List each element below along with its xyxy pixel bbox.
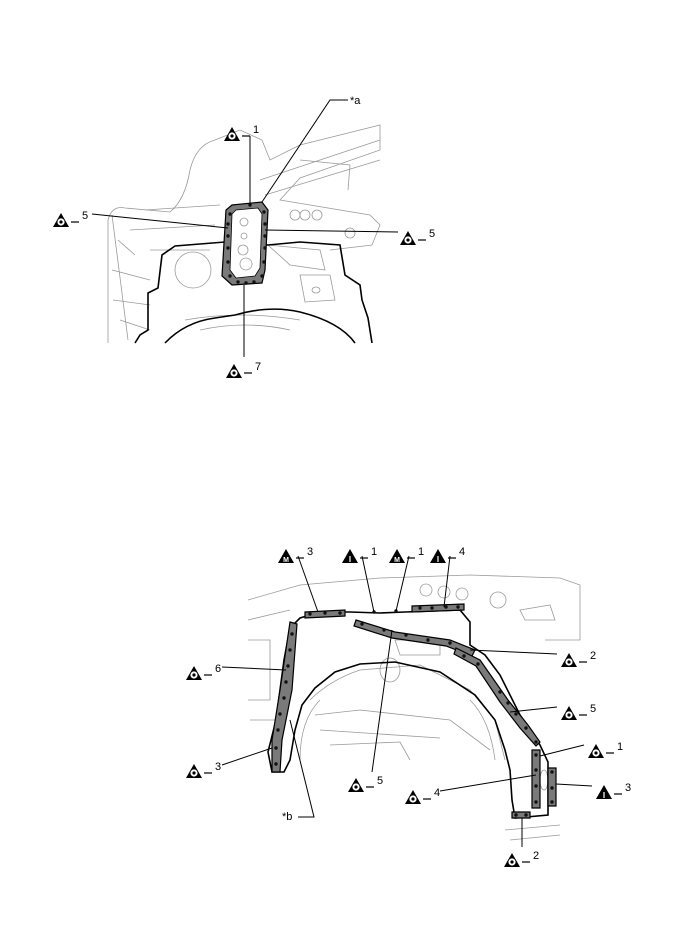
callout-3: 3 bbox=[186, 761, 221, 778]
body-structure-sketch bbox=[107, 124, 381, 343]
svg-text:I: I bbox=[603, 791, 605, 800]
wheel-arch-outline bbox=[164, 308, 356, 344]
mig-brazing-icon: I bbox=[342, 549, 358, 564]
mig-plug-weld-icon: M bbox=[389, 549, 405, 564]
spot-weld-icon bbox=[186, 666, 202, 680]
spot-weld-icon bbox=[348, 778, 364, 792]
callout-5: 5 bbox=[561, 703, 596, 720]
callout-5: 5 bbox=[400, 228, 435, 245]
svg-text:M: M bbox=[394, 557, 400, 564]
spot-weld-icon bbox=[53, 213, 69, 227]
callout-number: 3 bbox=[307, 546, 313, 558]
callout-5: 5 bbox=[348, 775, 383, 792]
callout-number: 3 bbox=[215, 761, 221, 773]
sealer-right-lower bbox=[531, 749, 541, 809]
callout-2: 2 bbox=[504, 850, 539, 867]
spot-weld-icon bbox=[226, 364, 242, 378]
callout-6: 6 bbox=[186, 663, 221, 680]
callout-number: 6 bbox=[215, 663, 221, 675]
spot-weld-icon bbox=[186, 764, 202, 778]
callout-2: 2 bbox=[561, 650, 596, 667]
spot-welds bbox=[274, 605, 554, 817]
callout-number: 5 bbox=[429, 228, 435, 240]
ref-label-a: *a bbox=[350, 95, 361, 107]
callout-3: I3 bbox=[596, 782, 631, 800]
callout-number: 5 bbox=[377, 775, 383, 787]
callout-number: 4 bbox=[434, 787, 440, 799]
svg-text:M: M bbox=[283, 557, 289, 564]
sealer-strips bbox=[271, 603, 557, 819]
callout-number: 1 bbox=[371, 546, 377, 558]
callout-1: M1 bbox=[389, 546, 424, 564]
callout-3: M3 bbox=[278, 546, 313, 564]
callout-1: 1 bbox=[224, 124, 259, 141]
callout-number: 1 bbox=[617, 741, 623, 753]
callout-1: 1 bbox=[588, 741, 623, 758]
callout-number: 5 bbox=[82, 210, 88, 222]
sealer-roof bbox=[411, 603, 465, 613]
callout-7: 7 bbox=[226, 361, 261, 378]
callout-number: 1 bbox=[418, 546, 424, 558]
mig-brazing-icon: I bbox=[596, 785, 612, 800]
reinforcement-part-a bbox=[221, 201, 269, 286]
spot-weld-icon bbox=[561, 706, 577, 720]
mig-plug-weld-icon: M bbox=[278, 549, 294, 564]
callout-5: 5 bbox=[53, 210, 88, 227]
sealer-right-upper bbox=[453, 647, 541, 747]
callout-1: I1 bbox=[342, 546, 377, 564]
callout-number: 7 bbox=[255, 361, 261, 373]
spot-weld-icon bbox=[561, 653, 577, 667]
callout-number: 2 bbox=[590, 650, 596, 662]
callout-number: 1 bbox=[253, 124, 259, 136]
spot-weld-icon bbox=[588, 744, 604, 758]
ref-label-b: *b bbox=[282, 811, 292, 823]
callout-4: 4 bbox=[405, 787, 440, 804]
svg-text:I: I bbox=[349, 555, 351, 564]
callout-number: 3 bbox=[625, 782, 631, 794]
svg-text:I: I bbox=[437, 555, 439, 564]
leader-lines bbox=[221, 555, 593, 847]
callout-number: 5 bbox=[590, 703, 596, 715]
spot-weld-icon bbox=[504, 853, 520, 867]
spot-weld-icon bbox=[224, 127, 240, 141]
leader-lines bbox=[91, 99, 399, 357]
callout-number: 2 bbox=[533, 850, 539, 862]
mig-brazing-icon: I bbox=[430, 549, 446, 564]
spot-weld-icon bbox=[400, 231, 416, 245]
callout-4: I4 bbox=[430, 546, 465, 564]
spot-weld-icon bbox=[405, 790, 421, 804]
callout-number: 4 bbox=[459, 546, 465, 558]
